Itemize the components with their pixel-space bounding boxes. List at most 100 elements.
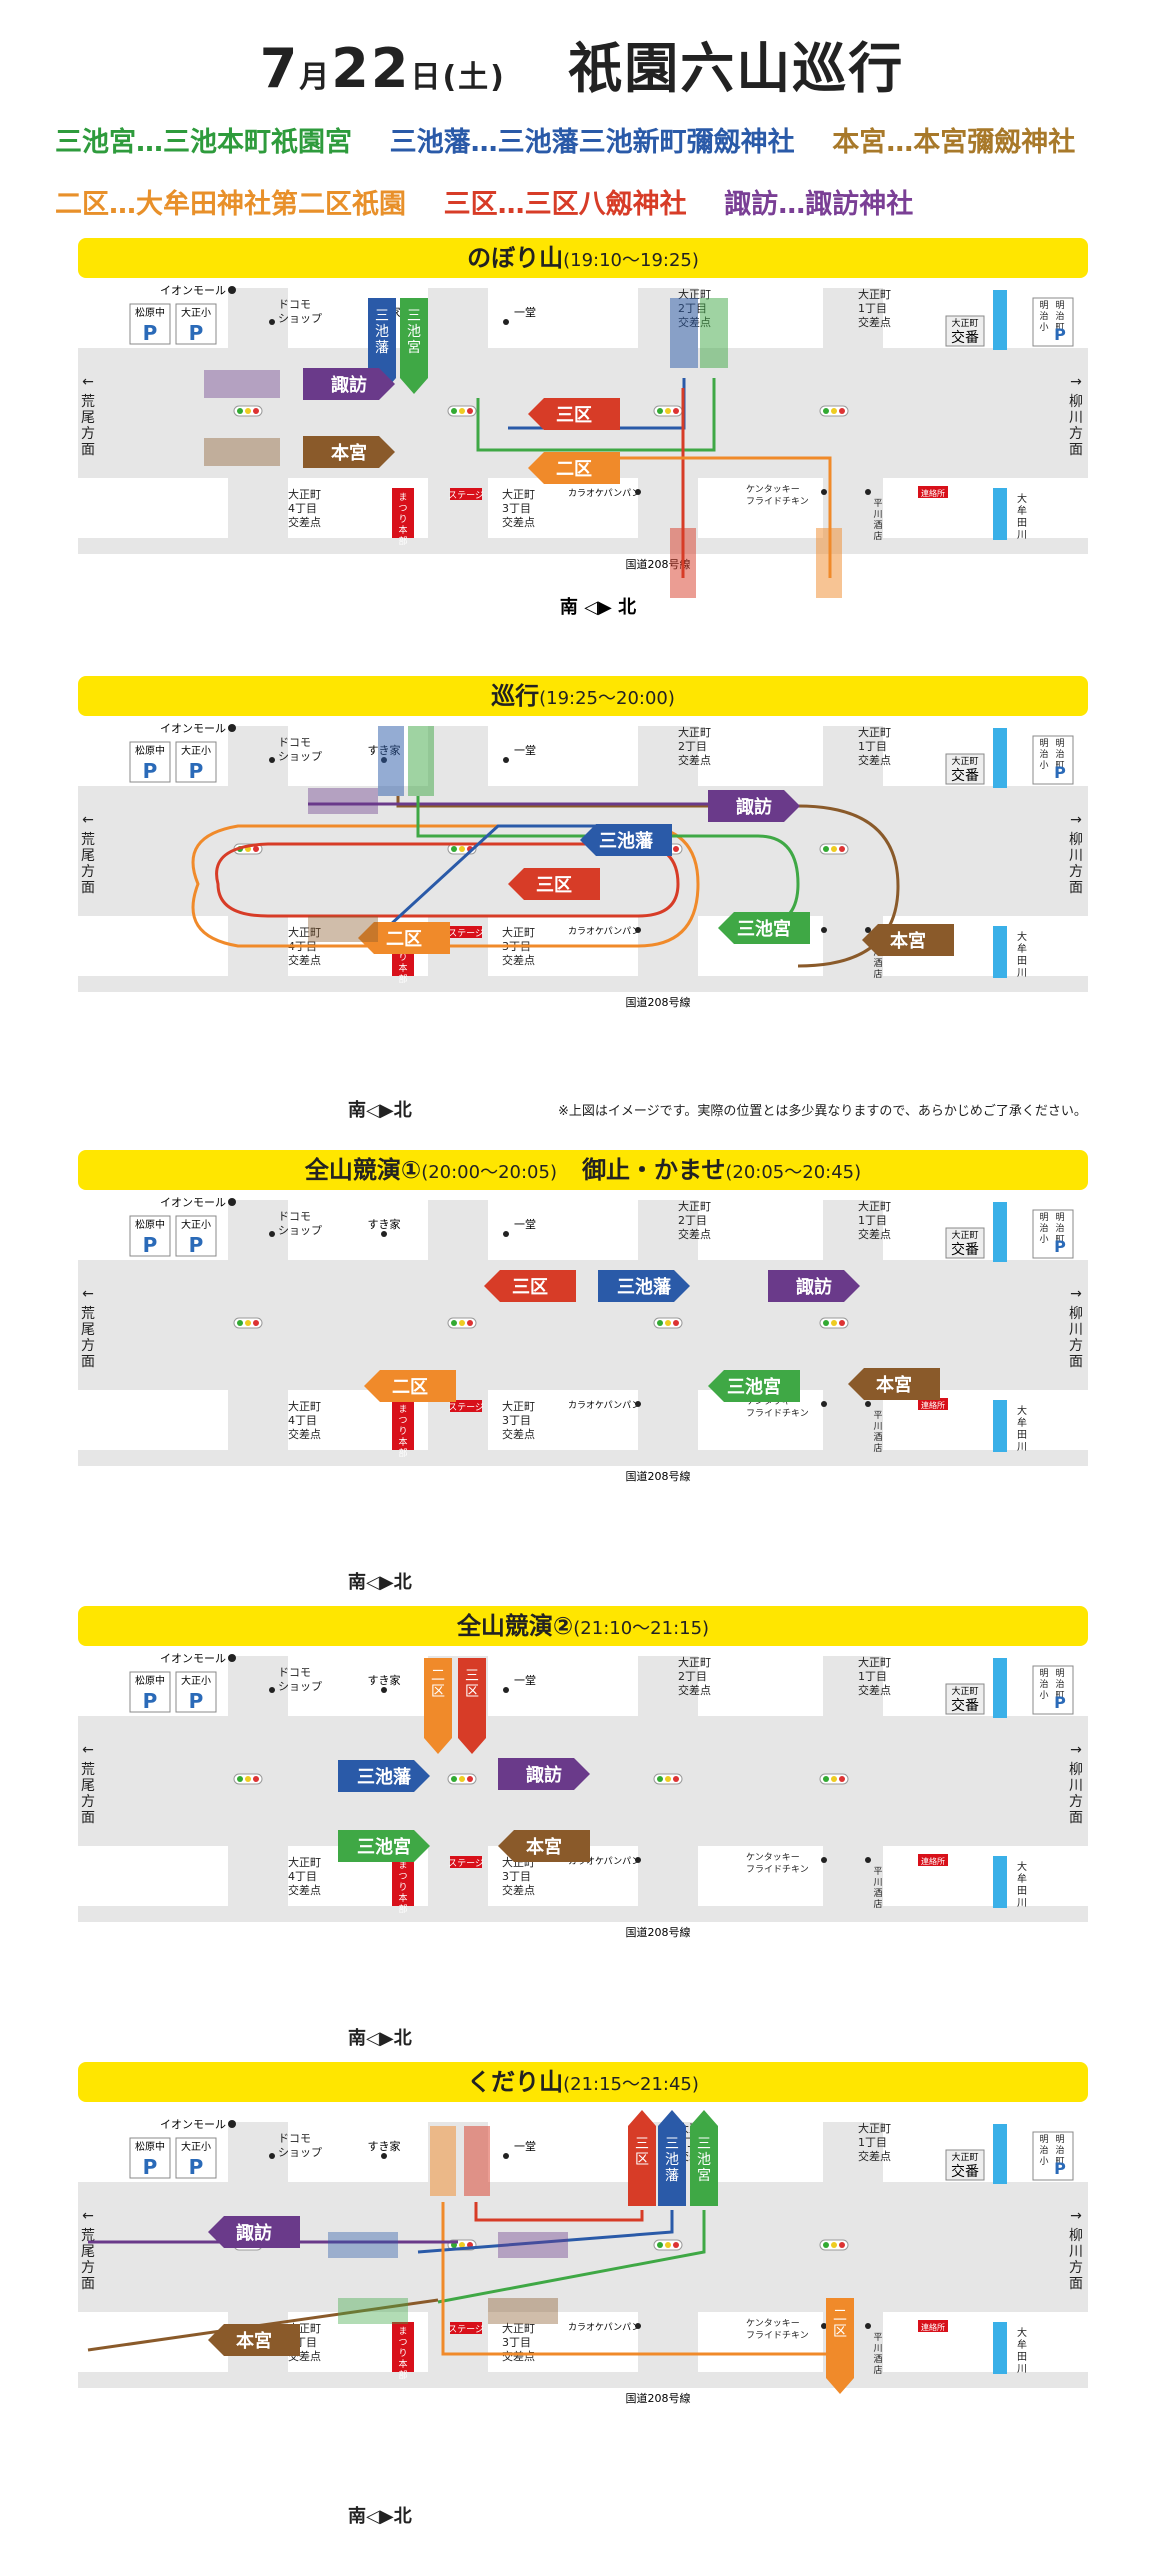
label-arao: 面: [81, 442, 95, 458]
legend-sanchiku-han: 三池藩…三池藩三池新町彌劔神社: [389, 127, 795, 158]
traffic-light-yellow: [831, 2242, 837, 2248]
side-street: [638, 1656, 698, 1716]
label-omuta-river: 田: [1017, 518, 1027, 529]
label-honbu: り: [398, 952, 407, 963]
label-kentucky: フライドチキン: [746, 496, 809, 507]
label-renraku: 連絡所: [921, 2322, 945, 2332]
traffic-light-icon: [819, 1317, 849, 1329]
legend-sanku: 三区…三区八劔神社: [443, 189, 687, 220]
kentucky-marker: [821, 927, 827, 933]
compass: 南◁▶北: [348, 2028, 412, 2049]
label-arao: 面: [81, 2276, 95, 2292]
arrow-west-icon: ←: [82, 2208, 94, 2224]
label-arao: 尾: [81, 2244, 95, 2260]
traffic-light-green: [657, 1776, 663, 1782]
label-yanagawa: 面: [1069, 1810, 1083, 1826]
ichido-marker: [503, 319, 509, 325]
parking-box: [175, 1671, 217, 1713]
kentucky-marker: [821, 1401, 827, 1407]
route-map: ←荒尾方面→柳川方面松原中P大正小Pイオンモールドコモショップすき家一堂大正町2…: [78, 2110, 1088, 2405]
compass-north: 北: [393, 2028, 412, 2049]
label-meiji: 治: [1055, 1222, 1064, 1234]
label-kentucky: フライドチキン: [746, 1864, 809, 1875]
label-arao: 荒: [81, 832, 95, 848]
meiji-box: [1032, 2131, 1074, 2181]
label-omuta-river: 牟: [1017, 504, 1027, 517]
side-street: [228, 478, 288, 538]
label-yanagawa: 方: [1069, 426, 1083, 442]
traffic-light-red: [253, 1776, 259, 1782]
traffic-light-red: [839, 1320, 845, 1326]
label-aeon: イオンモール: [160, 1196, 226, 1209]
float-suwa-arrow: [708, 790, 800, 822]
label-taisho3: 3丁目: [502, 1870, 531, 1883]
label-taisho3: 大正町: [502, 2321, 535, 2335]
parking-icon: P: [189, 759, 204, 783]
float-sanchiku-han-label: 藩: [665, 2168, 679, 2184]
traffic-light-green: [823, 1320, 829, 1326]
float-niku-arrow: [826, 2298, 854, 2394]
label-taisho3: 3丁目: [502, 1414, 531, 1427]
float-sanku-label: 三区: [512, 1277, 548, 1298]
label-koban: 交番: [951, 2163, 979, 2180]
label-taisho3: 交差点: [502, 2349, 535, 2363]
label-meiji: 町: [1055, 761, 1064, 771]
meiji-box: [1032, 1209, 1074, 1259]
parking-icon: P: [1054, 325, 1066, 344]
parking-label: 松原中: [135, 306, 165, 319]
label-hirakawa: 酒: [873, 958, 882, 969]
docomo-marker: [269, 319, 275, 325]
traffic-light-yellow: [459, 1776, 465, 1782]
traffic-light-green: [823, 1776, 829, 1782]
side-street: [428, 726, 488, 786]
label-honbu: り: [398, 514, 407, 525]
label-kentucky: ケンタッキー: [746, 2318, 800, 2329]
label-yanagawa: 川: [1069, 410, 1083, 426]
hirakawa-marker: [865, 489, 871, 495]
float-sanchiku-miya-arrow: [338, 1830, 430, 1862]
float-sanku-label: 三: [635, 2136, 649, 2152]
label-hirakawa: 平: [873, 1410, 882, 1421]
traffic-light-yellow: [831, 408, 837, 414]
traffic-light-red: [839, 408, 845, 414]
stage-box: [450, 488, 482, 500]
label-hirakawa: 店: [873, 1442, 882, 1454]
label-arao: 方: [81, 426, 95, 442]
stage-box: [450, 2322, 482, 2334]
ghost-sanchiku-han: [378, 726, 404, 796]
arrow-west-icon: ←: [82, 812, 94, 828]
panel-time: (21:10〜21:15): [573, 1618, 710, 1639]
label-honbu: つ: [398, 1416, 407, 1426]
float-sanchiku-miya-label: 池: [697, 2152, 711, 2168]
renraku-box: [918, 1854, 948, 1866]
label-taisho1: 大正町: [858, 725, 891, 739]
label-meiji-sho: 治: [1039, 1222, 1048, 1234]
label-taisho3: 3丁目: [502, 2336, 531, 2349]
label-yanagawa: 面: [1069, 880, 1083, 896]
ghost-niku: [816, 528, 842, 598]
label-koban: 交番: [951, 329, 979, 346]
label-omuta-river: 田: [1017, 1886, 1027, 1897]
parking-icon: P: [143, 321, 158, 345]
traffic-light-green: [657, 1320, 663, 1326]
aeon-marker: [228, 1654, 236, 1662]
side-street: [823, 2122, 883, 2182]
label-karaoke: カラオケパンパン: [568, 2322, 641, 2333]
parking-box: [175, 2137, 217, 2179]
label-kentucky: フライドチキン: [746, 2330, 809, 2341]
label-arao: 荒: [81, 394, 95, 410]
float-suwa-label: 諏訪: [796, 1276, 832, 1298]
panel-time: (19:10〜19:25): [563, 250, 699, 271]
traffic-light-red: [673, 1776, 679, 1782]
national-road: [78, 2372, 1088, 2388]
float-suwa-arrow: [208, 2216, 300, 2248]
traffic-light-icon: [447, 405, 477, 417]
label-honbu: 部: [398, 973, 407, 985]
panel-title-2: 御止・かませ: [582, 1156, 726, 1184]
side-street: [823, 1656, 883, 1716]
koban-box: [945, 1227, 985, 1259]
label-taisho4: 交差点: [288, 1427, 321, 1441]
label-docomo: ショップ: [278, 1680, 322, 1693]
label-docomo: ショップ: [278, 1224, 322, 1237]
